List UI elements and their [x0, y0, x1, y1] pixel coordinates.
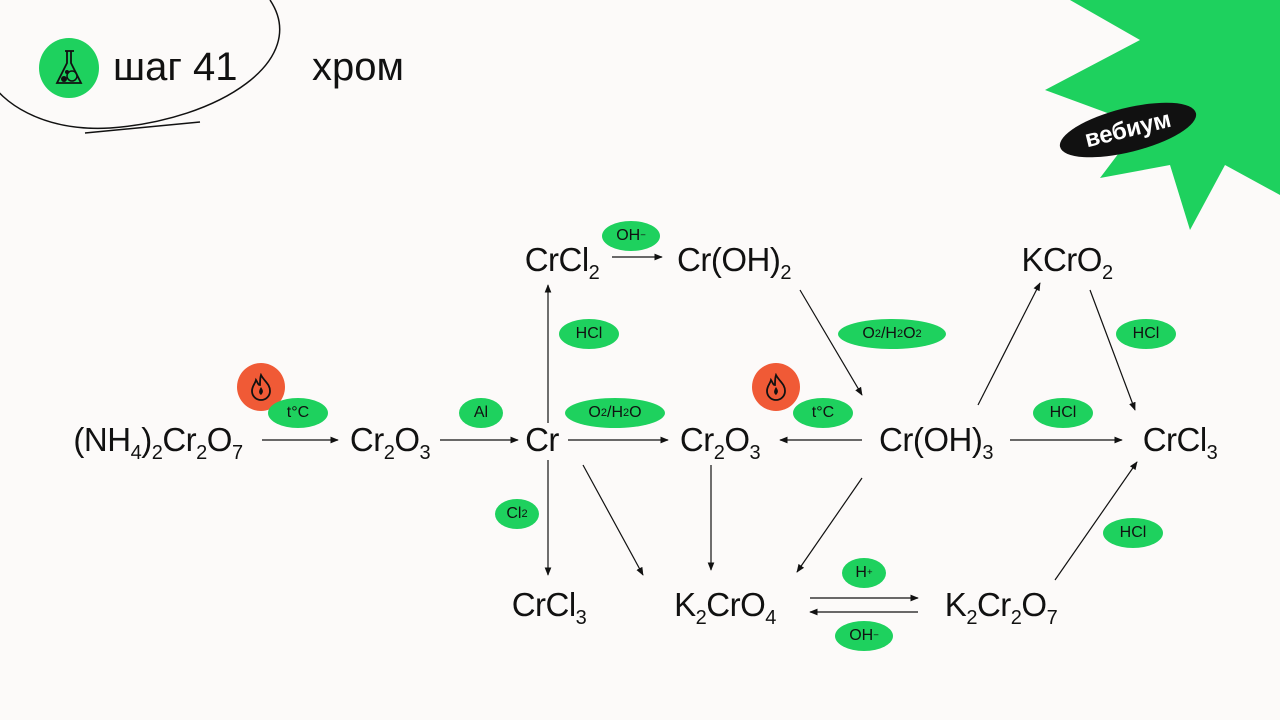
arrow: [1054, 461, 1138, 581]
compound-kcro2: KCrO2: [1021, 241, 1113, 284]
compound-crcl3: CrCl3: [511, 586, 587, 629]
compound-croh3: Cr(OH)3: [879, 421, 993, 464]
condition-oh: OH−: [602, 221, 660, 251]
compound-nh4-dichromate: (NH4)2Cr2O7: [73, 421, 243, 464]
condition-oh: OH−: [835, 621, 893, 651]
compound-croh2: Cr(OH)2: [677, 241, 791, 284]
arrow: [1089, 289, 1136, 411]
compound-cr2o3: Cr2O3: [349, 421, 431, 464]
flask-icon: [39, 38, 99, 98]
condition-heat: t°C: [268, 398, 328, 428]
compound-cr2o3: Cr2O3: [679, 421, 761, 464]
compound-k2cr2o7: K2Cr2O7: [944, 586, 1058, 629]
arrow: [977, 282, 1041, 406]
condition-hcl: HCl: [1103, 518, 1163, 548]
arrow: [796, 477, 863, 573]
arrow: [799, 289, 863, 396]
condition-hcl: HCl: [1033, 398, 1093, 428]
compound-crcl3: CrCl3: [1142, 421, 1218, 464]
flame-icon: [752, 363, 800, 411]
topic-title: хром: [312, 45, 404, 89]
condition-h-plus: H+: [842, 558, 886, 588]
compound-k2cro4: K2CrO4: [674, 586, 776, 629]
condition-hcl: HCl: [559, 319, 619, 349]
arrow: [582, 464, 644, 576]
flame-icon: [237, 363, 285, 411]
step-label: шаг 41: [113, 45, 238, 89]
condition-al: Al: [459, 398, 503, 428]
compound-cr: Cr: [525, 421, 559, 458]
compound-crcl2: CrCl2: [524, 241, 600, 284]
condition-hcl: HCl: [1116, 319, 1176, 349]
decorative-ellipse-line: [0, 0, 281, 130]
condition-heat: t°C: [793, 398, 853, 428]
